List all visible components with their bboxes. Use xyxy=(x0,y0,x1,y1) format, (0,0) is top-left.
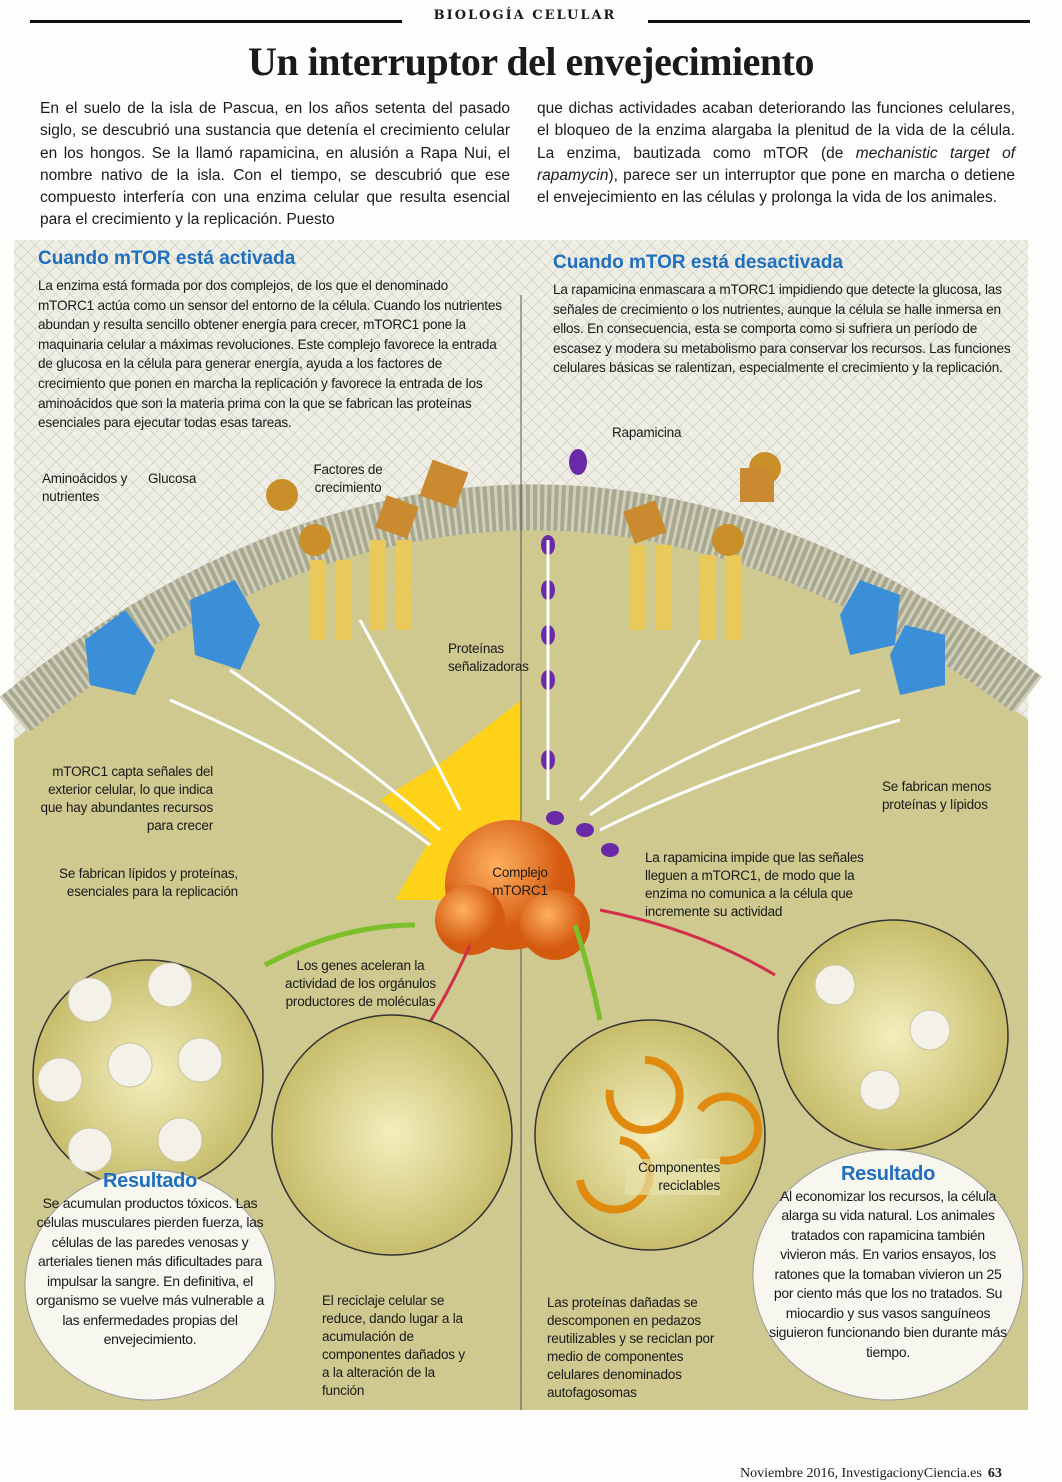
header-rule-right xyxy=(648,20,1030,23)
autophagosomes xyxy=(576,1056,763,1214)
label-complejo: Complejo mTORC1 xyxy=(492,865,548,898)
green-arrow-right xyxy=(572,924,603,1021)
result-left-bubble xyxy=(24,1169,276,1401)
result-right-heading: Resultado xyxy=(841,1163,935,1185)
label-factores: Factores de crecimiento xyxy=(313,462,383,495)
label-reciclaje: El reciclaje celular se reduce, dando lu… xyxy=(322,1293,465,1398)
footer: Noviembre 2016, InvestigacionyCiencia.es… xyxy=(740,1466,1002,1482)
label-amino: Aminoácidos y nutrientes xyxy=(42,471,128,504)
footer-issue: Noviembre 2016, InvestigacionyCiencia.es xyxy=(740,1466,982,1481)
intro-col-2-italic: mechanistic target of rapamycin xyxy=(537,144,1015,184)
intro-col-2: que dichas actividades acaban deterioran… xyxy=(537,98,1015,209)
cells xyxy=(37,962,951,1173)
label-impide: La rapamicina impide que las señales lle… xyxy=(645,850,864,919)
label-genes: Los genes aceleran la actividad de los o… xyxy=(285,958,436,1009)
text-deactivated: La rapamicina enmascara a mTORC1 impidie… xyxy=(553,282,1011,376)
label-rapamicina: Rapamicina xyxy=(612,425,682,440)
inhibit-left xyxy=(426,944,472,1026)
label-proteinas: Proteínas señalizadoras xyxy=(448,641,529,674)
intro-col-2a: que dichas actividades acaban deterioran… xyxy=(537,100,1015,162)
signal-arrows xyxy=(169,619,901,847)
inhibit-right xyxy=(599,908,776,977)
cell-diagram xyxy=(0,240,1042,1410)
label-lipidos: Se fabrican lípidos y proteínas, esencia… xyxy=(59,866,238,899)
green-arrow-left xyxy=(263,922,416,968)
result-left-text: Se acumulan productos tóxicos. Las célul… xyxy=(35,1194,265,1348)
label-glucosa: Glucosa xyxy=(148,471,197,486)
section-label: BIOLOGÍA CELULAR xyxy=(433,8,617,23)
heading-activated: Cuando mTOR está activada xyxy=(38,248,296,269)
transporters xyxy=(85,580,945,695)
label-mtorc1-capta: mTORC1 capta señales del exterior celula… xyxy=(40,764,214,833)
text-activated: La enzima está formada por dos complejos… xyxy=(38,278,502,431)
heading-deactivated: Cuando mTOR está desactivada xyxy=(553,252,844,273)
intro-col-1: En el suelo de la isla de Pascua, en los… xyxy=(40,100,510,229)
receptors xyxy=(310,540,742,640)
result-left-heading: Resultado xyxy=(103,1170,197,1192)
result-right-text: Al economizar los recursos, la célula al… xyxy=(769,1187,1007,1360)
intro-col-2b: ), parece ser un interruptor que pone en… xyxy=(537,166,1015,207)
result-right-bubble xyxy=(752,1149,1024,1401)
page-title: Un interruptor del envejecimiento xyxy=(248,39,814,84)
label-danadas: Las proteínas dañadas se descomponen en … xyxy=(547,1295,715,1400)
page-number: 63 xyxy=(987,1466,1002,1481)
label-menos: Se fabrican menos proteínas y lípidos xyxy=(882,779,992,812)
header-rule-left xyxy=(30,20,402,23)
growth-factor-sphere xyxy=(266,479,298,511)
label-componentes: Componentes reciclables xyxy=(625,1159,720,1195)
growth-factor-cube xyxy=(419,459,469,509)
